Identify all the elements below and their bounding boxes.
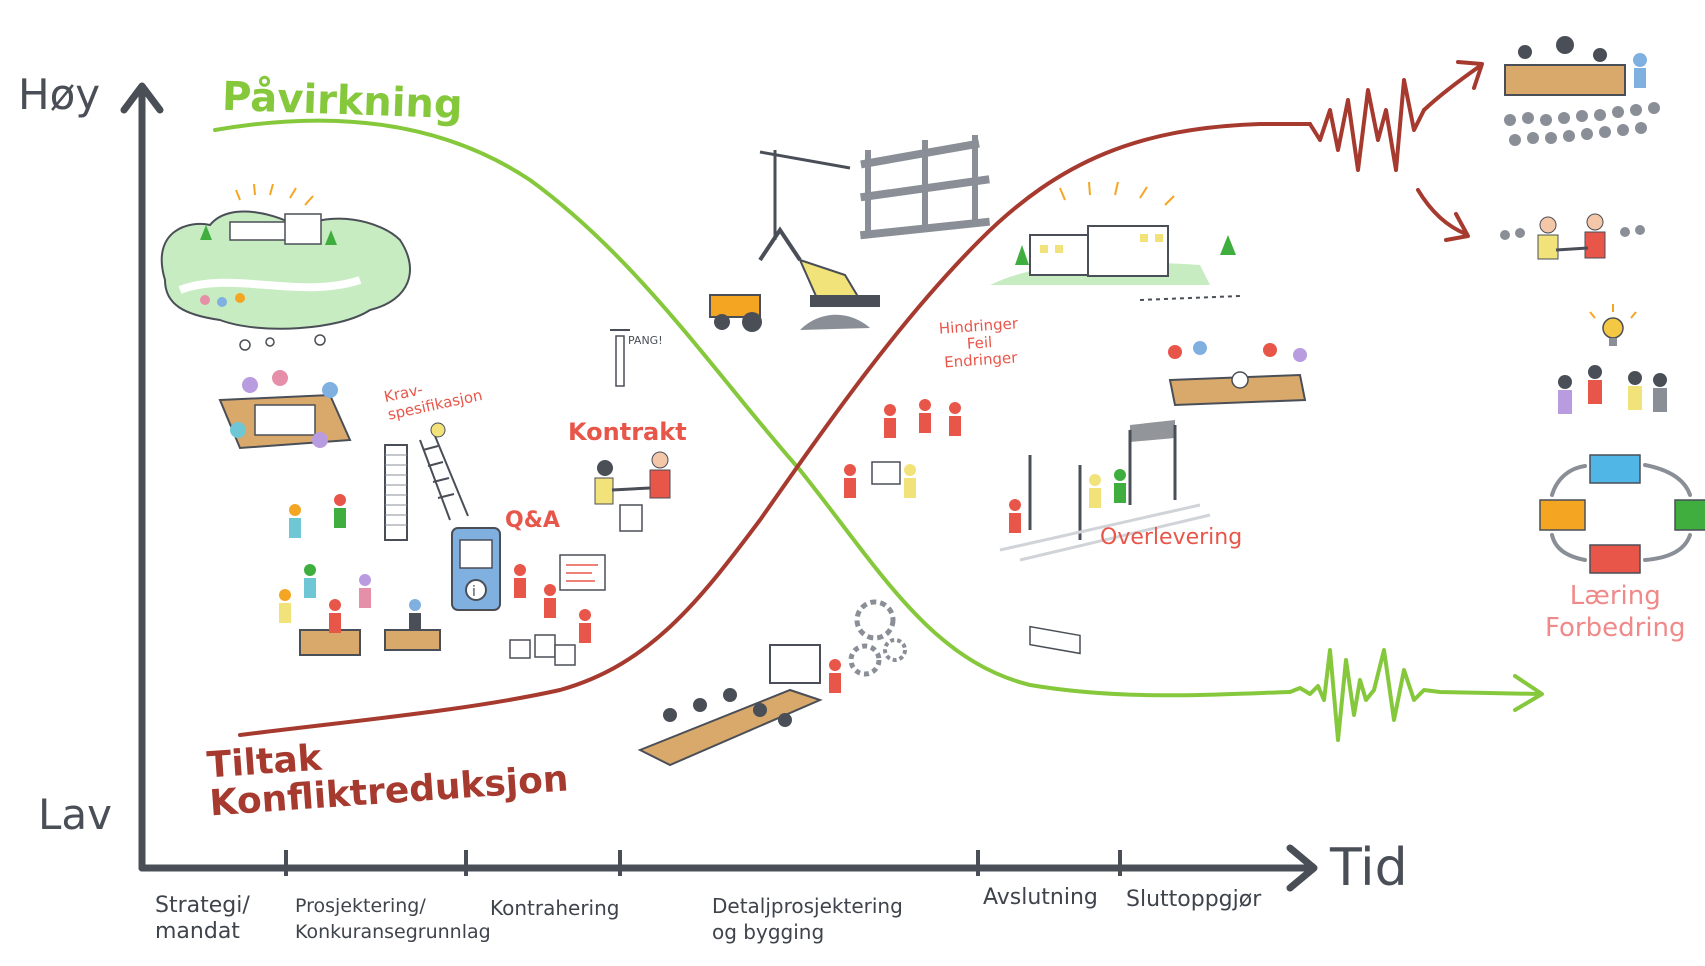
measures-branch-down-arrowhead (1444, 212, 1470, 242)
lightbulb-idea-illustration (1558, 304, 1667, 414)
y-axis-high-label: Høy (18, 70, 101, 119)
measures-branch-up (1422, 64, 1482, 112)
learning-label: Læring Forbedring (1545, 581, 1686, 643)
design-table-illustration (637, 599, 907, 767)
influence-curve-label: Påvirkning (221, 73, 464, 129)
meeting-table-illustration (218, 370, 352, 450)
phase-contracting-label: Kontrahering (490, 896, 620, 920)
phase-design-label: Prosjektering/ Konkuransegrunnlag (295, 895, 491, 943)
influence-curve (213, 118, 1292, 698)
pang-label: PANG! (628, 334, 663, 347)
phase-completion-label: Avslutning (983, 885, 1098, 910)
cycle-red-box (1589, 544, 1641, 574)
contract-label: Kontrakt (568, 418, 687, 446)
cycle-blue-box (1589, 454, 1641, 484)
phase-settlement-label: Sluttoppgjør (1126, 887, 1262, 912)
svg-text:i: i (472, 584, 476, 600)
court-illustration (1504, 36, 1660, 146)
x-axis-arrowhead (1286, 844, 1318, 892)
phase-detailed-build-label: Detaljprosjektering og bygging (712, 894, 903, 944)
completed-building-illustration (990, 181, 1241, 301)
influence-curve-group (213, 118, 1544, 742)
strategy-landscape-illustration (160, 183, 411, 351)
qa-booth-illustration: i (451, 527, 606, 666)
qa-label: Q&A (505, 508, 560, 533)
handover-label: Overlevering (1100, 525, 1243, 550)
learning-cycle-illustration (1539, 454, 1705, 574)
measures-curve (238, 122, 1312, 737)
measures-curve-group (238, 60, 1484, 737)
phase-strategy-label: Strategi/ mandat (155, 893, 250, 944)
measures-branch-up-arrowhead (1456, 60, 1484, 90)
y-axis-low-label: Lav (38, 790, 112, 839)
measures-wiggle (1308, 78, 1426, 172)
y-axis-arrowhead (120, 82, 164, 114)
obstacles-label: Hindringer Feil Endringer (938, 314, 1019, 372)
x-axis-label: Tid (1330, 838, 1408, 898)
influence-arrowhead (1513, 674, 1544, 712)
measures-branch-down (1416, 188, 1468, 236)
construction-site-illustration (709, 135, 991, 332)
influence-wiggle (1288, 648, 1542, 742)
axes (120, 82, 1318, 892)
contract-handshake-illustration (594, 329, 671, 532)
handover-illustration (999, 420, 1211, 655)
settlement-handshake-illustration (1500, 213, 1645, 260)
final-settlement-illustration (1168, 341, 1307, 407)
requirements-illustration (384, 422, 469, 541)
team-working-illustration (279, 494, 441, 656)
cycle-green-box (1674, 499, 1705, 531)
obstacles-illustration (844, 399, 961, 498)
cycle-orange-box (1539, 499, 1586, 531)
